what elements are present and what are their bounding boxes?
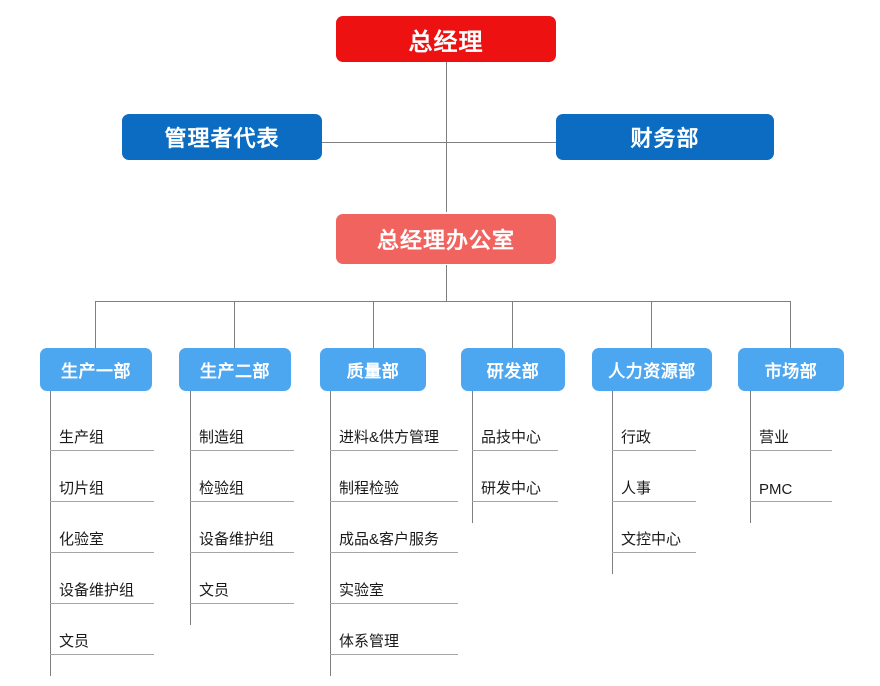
leaf-label: 生产组 [59, 429, 105, 446]
leaf-spine-5 [612, 421, 613, 574]
leaf-item-1-5[interactable]: 文员 [50, 625, 154, 655]
leaf-item-4-2[interactable]: 研发中心 [472, 472, 558, 502]
node-department-6-label: 市场部 [764, 362, 818, 381]
leaf-item-2-3[interactable]: 设备维护组 [190, 523, 294, 553]
connector-stem-dept-2 [234, 301, 235, 348]
leaf-item-3-4[interactable]: 实验室 [330, 574, 458, 604]
leaf-item-2-4[interactable]: 文员 [190, 574, 294, 604]
leaf-spine-6 [750, 421, 751, 523]
connector-stem-dept-4 [512, 301, 513, 348]
leaf-label: 人事 [621, 480, 652, 497]
leaf-label: 制程检验 [339, 480, 400, 497]
node-department-4[interactable]: 研发部 [461, 348, 565, 391]
leaf-label: 切片组 [59, 480, 105, 497]
leaf-spine-1 [50, 421, 51, 676]
node-department-2[interactable]: 生产二部 [179, 348, 291, 391]
leaf-label: 设备维护组 [59, 582, 135, 599]
leaf-label: 成品&客户服务 [339, 531, 440, 548]
leaf-label: 研发中心 [481, 480, 542, 497]
leaf-item-5-2[interactable]: 人事 [612, 472, 696, 502]
node-department-5[interactable]: 人力资源部 [592, 348, 712, 391]
leaf-spine-4 [472, 421, 473, 523]
connector-dept-3-to-leaves [330, 391, 331, 421]
leaf-label: 设备维护组 [199, 531, 275, 548]
leaf-item-5-1[interactable]: 行政 [612, 421, 696, 451]
leaf-label: PMC [759, 481, 793, 498]
leaf-label: 进料&供方管理 [339, 429, 440, 446]
node-management-representative-label: 管理者代表 [164, 126, 280, 151]
node-finance-department[interactable]: 财务部 [556, 114, 774, 160]
leaf-item-3-3[interactable]: 成品&客户服务 [330, 523, 458, 553]
node-department-3-label: 质量部 [346, 362, 400, 381]
connector-stem-dept-3 [373, 301, 374, 348]
node-department-6[interactable]: 市场部 [738, 348, 844, 391]
connector-stem-dept-5 [651, 301, 652, 348]
connector-dept-5-to-leaves [612, 391, 613, 421]
leaf-item-3-1[interactable]: 进料&供方管理 [330, 421, 458, 451]
leaf-label: 文员 [199, 582, 230, 599]
leaf-label: 实验室 [339, 582, 385, 599]
leaf-spine-3 [330, 421, 331, 676]
connector-dept-2-to-leaves [190, 391, 191, 421]
leaf-item-4-1[interactable]: 品技中心 [472, 421, 558, 451]
connector-stem-dept-6 [790, 301, 791, 348]
node-gm-office[interactable]: 总经理办公室 [336, 214, 556, 264]
leaf-item-6-2[interactable]: PMC [750, 472, 832, 502]
node-general-manager-label: 总经理 [408, 28, 484, 56]
connector-department-bus [95, 301, 791, 302]
leaf-item-2-2[interactable]: 检验组 [190, 472, 294, 502]
leaf-label: 制造组 [199, 429, 245, 446]
node-department-3[interactable]: 质量部 [320, 348, 426, 391]
leaf-label: 文控中心 [621, 531, 682, 548]
node-gm-office-label: 总经理办公室 [376, 228, 515, 253]
leaf-item-6-1[interactable]: 营业 [750, 421, 832, 451]
node-department-2-label: 生产二部 [200, 362, 270, 381]
connector-level2-bus [322, 142, 570, 143]
node-management-representative[interactable]: 管理者代表 [122, 114, 322, 160]
leaf-label: 体系管理 [339, 633, 400, 650]
node-finance-department-label: 财务部 [630, 126, 700, 151]
leaf-label: 营业 [759, 429, 790, 446]
connector-dept-4-to-leaves [472, 391, 473, 421]
leaf-spine-2 [190, 421, 191, 625]
connector-stem-dept-1 [95, 301, 96, 348]
connector-dept-1-to-leaves [50, 391, 51, 421]
node-department-5-label: 人力资源部 [608, 362, 696, 381]
leaf-item-3-2[interactable]: 制程检验 [330, 472, 458, 502]
leaf-item-1-1[interactable]: 生产组 [50, 421, 154, 451]
leaf-label: 检验组 [199, 480, 245, 497]
leaf-label: 化验室 [59, 531, 105, 548]
leaf-label: 行政 [621, 429, 652, 446]
leaf-item-5-3[interactable]: 文控中心 [612, 523, 696, 553]
node-department-1[interactable]: 生产一部 [40, 348, 152, 391]
node-general-manager[interactable]: 总经理 [336, 16, 556, 62]
connector-dept-6-to-leaves [750, 391, 751, 421]
leaf-label: 品技中心 [481, 429, 542, 446]
node-department-4-label: 研发部 [486, 362, 540, 381]
connector-office-to-bus [446, 265, 447, 301]
leaf-item-1-2[interactable]: 切片组 [50, 472, 154, 502]
leaf-item-2-1[interactable]: 制造组 [190, 421, 294, 451]
node-department-1-label: 生产一部 [61, 362, 131, 381]
leaf-label: 文员 [59, 633, 90, 650]
connector-gm-to-office [446, 62, 447, 212]
leaf-item-1-4[interactable]: 设备维护组 [50, 574, 154, 604]
leaf-item-1-3[interactable]: 化验室 [50, 523, 154, 553]
leaf-item-3-5[interactable]: 体系管理 [330, 625, 458, 655]
